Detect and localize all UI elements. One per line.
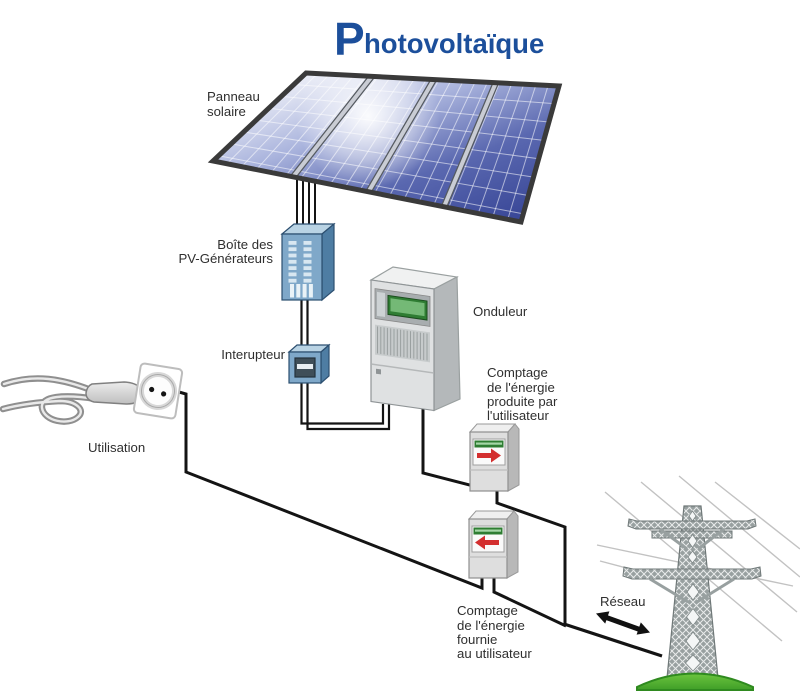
pv-junction-box	[280, 222, 336, 302]
supply-meter	[467, 510, 519, 579]
inverter-button	[376, 368, 381, 375]
switch-to-inverter-wire	[306, 380, 391, 431]
inverter-vents	[377, 326, 428, 361]
outlet-hole	[149, 386, 155, 393]
supply-meter-label: fournie	[457, 632, 497, 647]
junction-box-vents	[288, 241, 313, 298]
page-title: P hotovoltaïque	[334, 13, 544, 65]
production-meter-label: produite par	[487, 394, 558, 409]
production-arrow-right-icon	[477, 448, 501, 463]
panel-label: Panneau	[207, 89, 260, 104]
panel-frame	[207, 70, 563, 225]
transmission-tower	[622, 505, 762, 691]
switch-box	[287, 343, 331, 385]
production-meter-to-grid-wire	[495, 487, 567, 625]
grid-feed-wire	[563, 622, 663, 658]
inverter	[369, 266, 461, 412]
panel-glare	[296, 44, 440, 188]
panel-label: solaire	[207, 104, 246, 119]
supply-meter-label: au utilisateur	[457, 646, 532, 661]
tower-top-arm	[627, 518, 757, 530]
tower-lattice-diamonds	[684, 510, 702, 672]
usage-label: Utilisation	[88, 440, 145, 455]
production-meter-label: de l'énergie	[487, 380, 555, 395]
solar-panel	[207, 44, 563, 225]
production-meter-label: l'utilisateur	[487, 408, 549, 423]
inverter-vent-area	[375, 324, 430, 363]
supply-meter-label: Comptage	[457, 603, 518, 618]
inverter-label: Onduleur	[473, 304, 528, 319]
outlet-hole	[161, 391, 167, 397]
tower-lower-arm	[622, 566, 762, 580]
title-initial: P	[334, 13, 365, 65]
production-meter-label: Comptage	[487, 365, 548, 380]
supply-meter-to-grid-wire	[492, 574, 567, 628]
wall-outlet	[132, 362, 184, 420]
title-rest: hotovoltaïque	[364, 28, 544, 59]
grass-mound	[636, 672, 754, 691]
labels: Panneau solaire Boîte des PV-Générateurs…	[88, 89, 645, 661]
junction-box-label: Boîte des	[217, 237, 273, 252]
network-double-arrow-icon	[596, 611, 650, 635]
switch-to-inverter-wire	[300, 380, 385, 425]
grid-label: Réseau	[600, 594, 645, 609]
switch-lever	[297, 364, 313, 369]
junction-box-label: PV-Générateurs	[178, 251, 273, 266]
panel-divider-strips	[290, 74, 499, 209]
power-cord	[0, 375, 100, 425]
production-meter	[468, 423, 520, 492]
supply-arrow-left-icon	[475, 535, 499, 550]
outlet-to-supply-meter-wire	[178, 390, 484, 591]
switch-label: Interupteur	[221, 347, 285, 362]
supply-meter-label: de l'énergie	[457, 618, 525, 633]
